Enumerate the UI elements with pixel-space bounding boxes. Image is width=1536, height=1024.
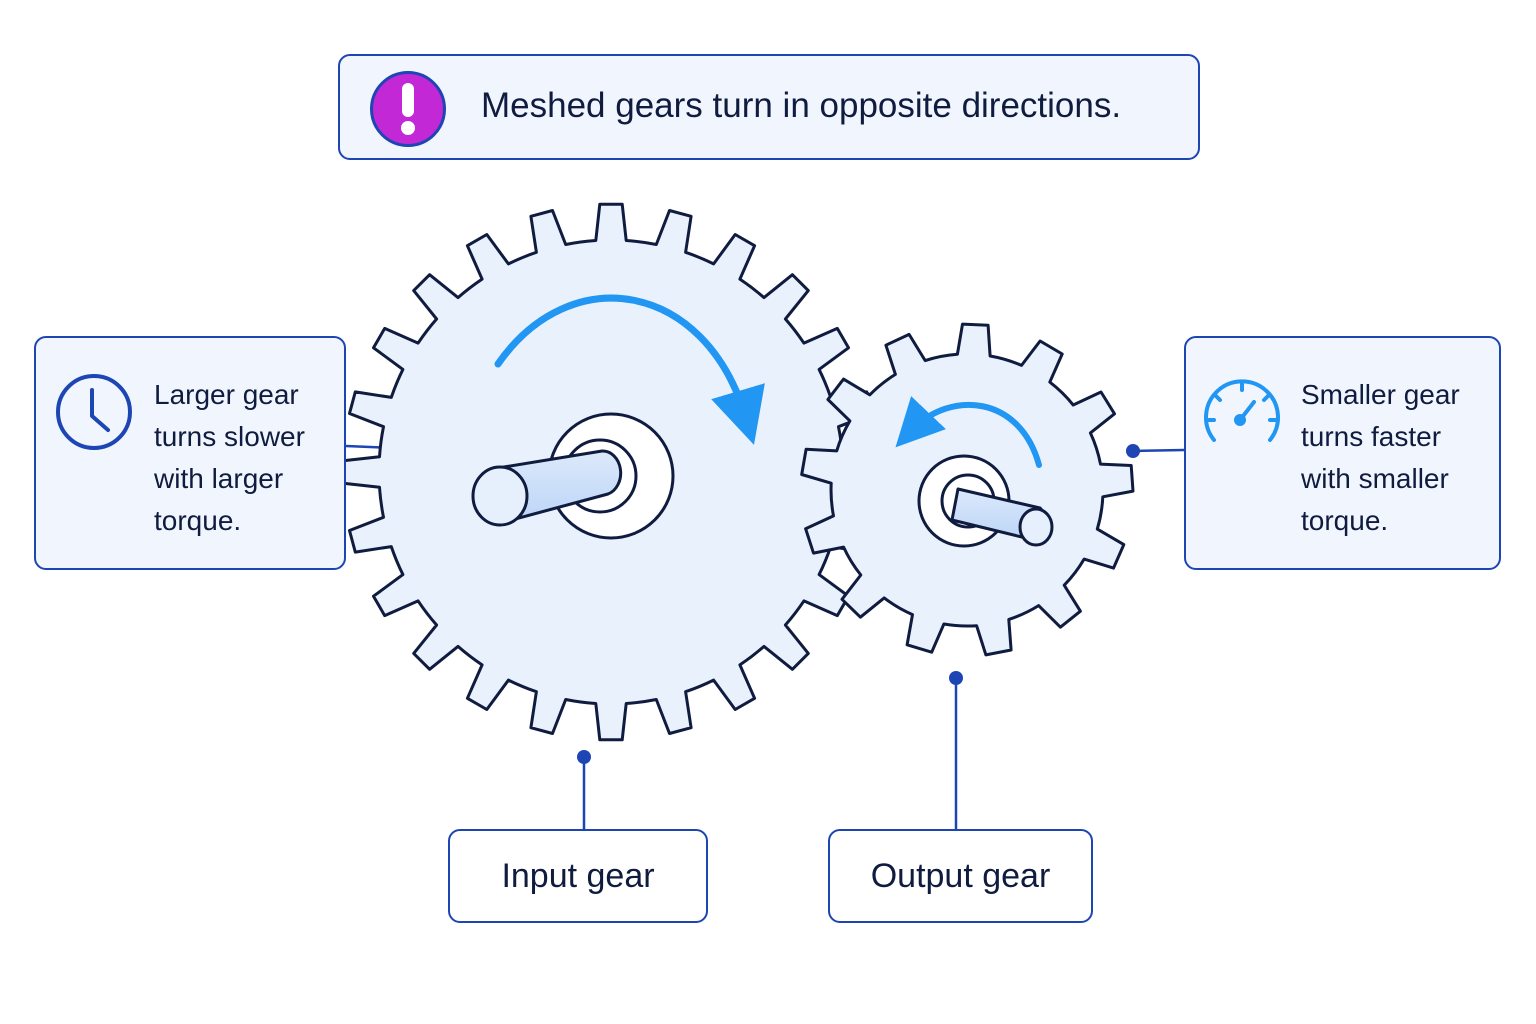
clockwise-arrow-icon: [494, 294, 765, 445]
note-line: Larger gear: [154, 379, 299, 410]
note-line: turns slower: [154, 421, 305, 452]
note-line: turns faster: [1301, 421, 1442, 452]
smaller-gear-note: Smaller gear turns faster with smaller t…: [1184, 336, 1501, 570]
counterclockwise-arrow-icon: [895, 396, 1042, 468]
output-shaft-end: [1018, 507, 1054, 547]
input-label-dot: [577, 750, 591, 764]
exclamation-icon: [370, 71, 446, 147]
smaller-gear-note-text: Smaller gear turns faster with smaller t…: [1301, 374, 1491, 542]
note-line: torque.: [1301, 505, 1389, 536]
right-note-connector: [1132, 448, 1185, 453]
input-shaft-end: [471, 465, 529, 527]
right-note-dot: [1126, 444, 1140, 458]
output-gear: [800, 322, 1135, 657]
speedometer-icon: [1200, 372, 1284, 453]
note-line: torque.: [154, 505, 242, 536]
input-shaft: [496, 449, 623, 524]
input-gear: [341, 202, 881, 742]
larger-gear-note-text: Larger gear turns slower with larger tor…: [154, 374, 339, 542]
clock-icon: [54, 372, 134, 457]
output-gear-label: Output gear: [828, 829, 1093, 923]
larger-gear-note: Larger gear turns slower with larger tor…: [34, 336, 346, 570]
note-line: with larger: [154, 463, 284, 494]
banner-text: Meshed gears turn in opposite directions…: [481, 86, 1122, 125]
input-gear-label: Input gear: [448, 829, 708, 923]
note-line: Smaller gear: [1301, 379, 1460, 410]
key-point-banner: [338, 54, 1200, 160]
note-line: with smaller: [1301, 463, 1449, 494]
output-label-dot: [949, 671, 963, 685]
